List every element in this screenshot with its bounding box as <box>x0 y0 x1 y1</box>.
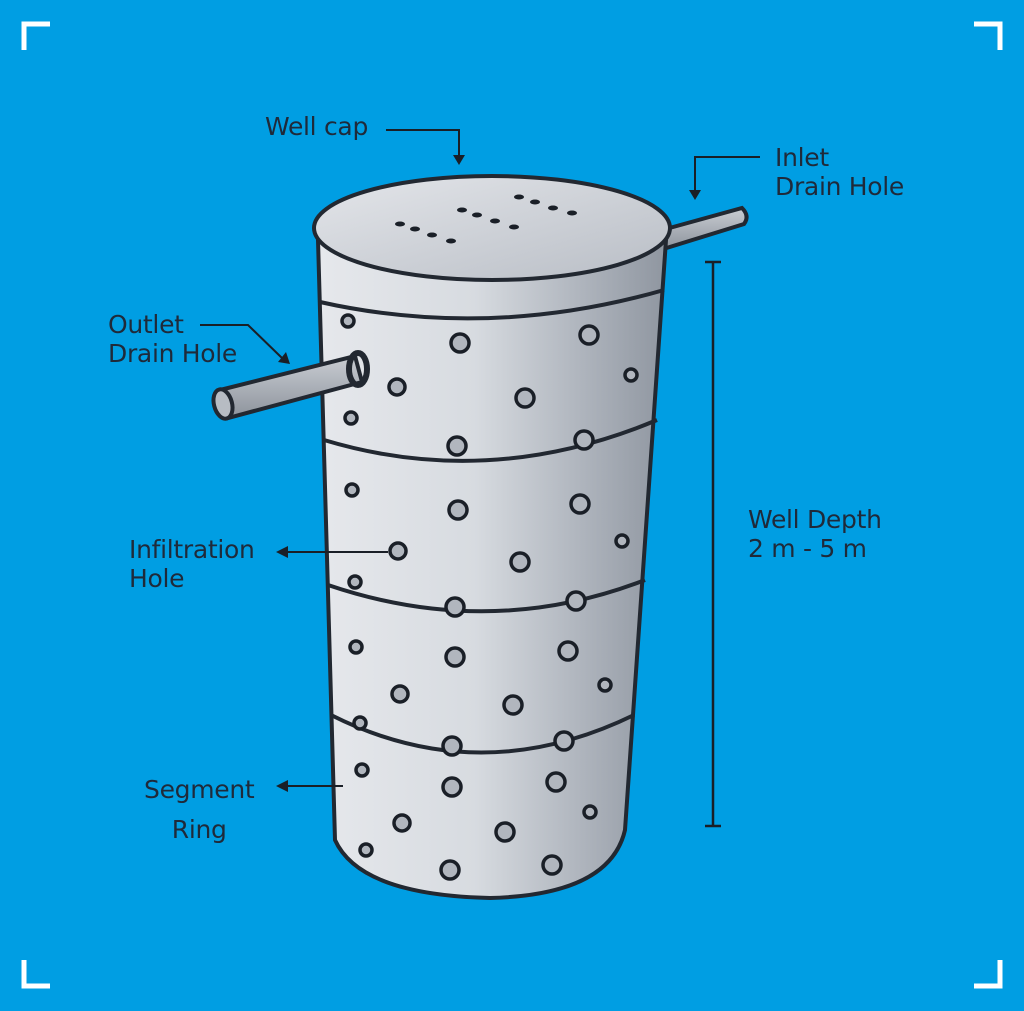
arrow-head-outlet <box>278 352 290 364</box>
well-cap <box>312 174 672 282</box>
corner-bracket-bottom-right <box>974 960 1003 989</box>
label-well-cap: Well cap <box>265 112 368 141</box>
label-infiltration-line2: Hole <box>129 564 185 593</box>
label-inlet-line1: Inlet <box>775 143 829 172</box>
segment-ring-line <box>327 578 646 614</box>
infiltration-holes <box>340 313 639 881</box>
label-infiltration-hole: Infiltration Hole <box>129 535 255 593</box>
label-outlet-drain-hole: Outlet Drain Hole <box>108 310 237 368</box>
label-segment-line1: Segment <box>144 775 255 804</box>
label-segment-ring: Segment Ring <box>144 770 255 850</box>
arrow-head-well-cap <box>453 155 465 165</box>
arrow-head-segment <box>276 780 288 792</box>
segment-ring-line <box>323 418 658 463</box>
well-body <box>315 238 669 901</box>
corner-bracket-top-left <box>21 21 50 50</box>
cap-vent-holes <box>395 194 577 244</box>
corner-brackets <box>21 21 1003 989</box>
label-infiltration-line1: Infiltration <box>129 535 255 564</box>
leader-lines <box>200 129 760 787</box>
label-well-depth-line2: 2 m - 5 m <box>748 534 867 563</box>
inlet-pipe <box>652 205 749 253</box>
label-outlet-line2: Drain Hole <box>108 339 238 368</box>
segment-ring-line <box>330 713 635 755</box>
label-well-depth: Well Depth 2 m - 5 m <box>748 505 882 563</box>
arrow-head-inlet <box>689 190 701 200</box>
well-depth-dimension <box>705 260 721 828</box>
corner-bracket-bottom-left <box>21 960 50 989</box>
label-well-depth-line1: Well Depth <box>748 505 882 534</box>
label-inlet-line2: Drain Hole <box>775 172 905 201</box>
outlet-pipe <box>211 350 370 421</box>
label-well-cap-text: Well cap <box>265 112 369 141</box>
label-inlet-drain-hole: Inlet Drain Hole <box>775 143 904 201</box>
label-segment-line2: Ring <box>171 815 227 844</box>
corner-bracket-top-right <box>974 21 1003 50</box>
label-outlet-line1: Outlet <box>108 310 184 339</box>
arrow-head-infiltration <box>276 546 288 558</box>
segment-ring-line <box>319 288 665 321</box>
